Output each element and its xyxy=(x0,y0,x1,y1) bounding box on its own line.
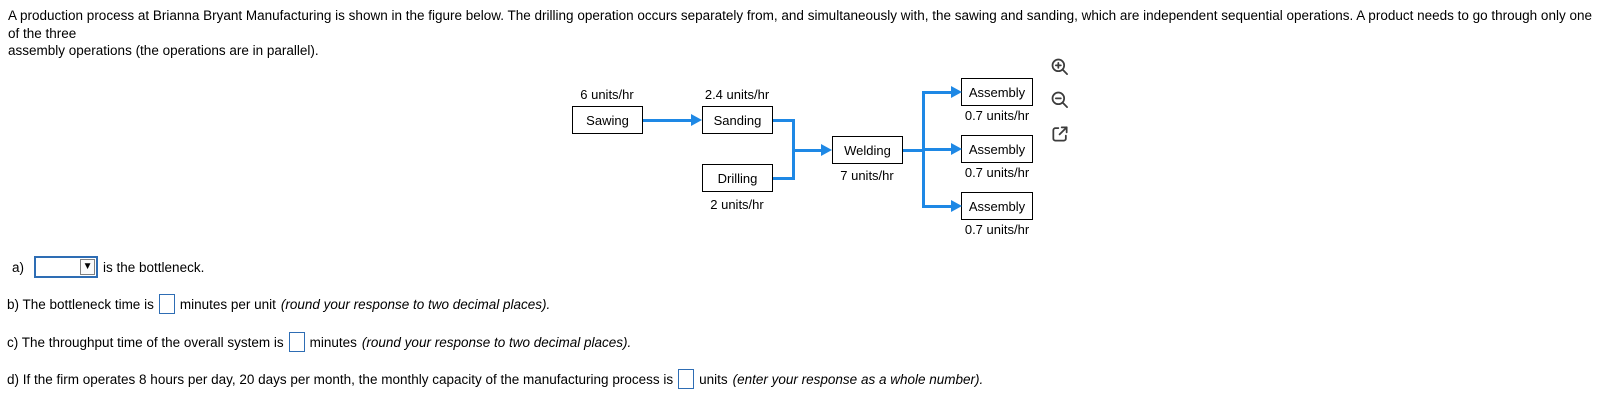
rate-label-sanding: 2.4 units/hr xyxy=(704,87,770,102)
problem-statement-line: assembly operations (the operations are … xyxy=(8,43,319,58)
question-b-unit: minutes per unit xyxy=(179,296,276,312)
question-a-row: a) ▼ is the bottleneck. xyxy=(12,256,204,278)
question-b-row: b) The bottleneck time is minutes per un… xyxy=(7,293,550,315)
connector-drilling-elbow xyxy=(792,148,795,180)
question-d-row: d) If the firm operates 8 hours per day,… xyxy=(7,368,983,390)
problem-statement-line: A production process at Brianna Bryant M… xyxy=(8,8,1592,41)
connector-sawing-sanding xyxy=(643,118,692,122)
connector-welding-out xyxy=(903,148,925,152)
rate-label-welding: 7 units/hr xyxy=(840,168,894,183)
rate-label-assembly-middle: 0.7 units/hr xyxy=(964,165,1030,180)
connector-sanding-out xyxy=(773,118,795,122)
rate-label-drilling: 2 units/hr xyxy=(710,197,764,212)
question-b-text: b) The bottleneck time is xyxy=(7,296,154,312)
node-welding: Welding xyxy=(832,136,903,164)
arrow-head xyxy=(951,142,962,155)
question-c-text: c) The throughput time of the overall sy… xyxy=(7,334,284,350)
question-a-label: a) xyxy=(12,259,25,275)
question-c-unit: minutes xyxy=(309,334,357,350)
question-d-note: (enter your response as a whole number). xyxy=(732,371,984,387)
arrow-head xyxy=(951,85,962,98)
question-c-note: (round your response to two decimal plac… xyxy=(361,334,632,350)
rate-label-assembly-top: 0.7 units/hr xyxy=(964,108,1030,123)
node-assembly-middle: Assembly xyxy=(961,135,1033,163)
zoom-in-icon[interactable] xyxy=(1050,57,1070,77)
node-drilling: Drilling xyxy=(702,164,773,192)
node-sawing: Sawing xyxy=(572,106,643,134)
question-d-text: d) If the firm operates 8 hours per day,… xyxy=(7,371,674,387)
arrow-head xyxy=(951,199,962,212)
node-assembly-top: Assembly xyxy=(961,78,1033,106)
question-c-row: c) The throughput time of the overall sy… xyxy=(7,331,631,353)
node-assembly-bottom: Assembly xyxy=(961,192,1033,220)
problem-statement: A production process at Brianna Bryant M… xyxy=(8,7,1606,60)
chevron-down-icon: ▼ xyxy=(80,259,96,275)
question-a-text: is the bottleneck. xyxy=(103,259,205,275)
node-sanding: Sanding xyxy=(702,106,773,134)
monthly-capacity-input[interactable] xyxy=(678,369,695,389)
open-in-new-icon[interactable] xyxy=(1050,124,1070,144)
bottleneck-time-input[interactable] xyxy=(158,294,175,314)
question-d-unit: units xyxy=(699,371,728,387)
connector-sanding-elbow xyxy=(792,118,795,152)
connector-assembly-top xyxy=(922,90,951,94)
connector-assembly-bottom xyxy=(922,204,951,208)
connector-junction-welding xyxy=(792,148,821,152)
question-b-note: (round your response to two decimal plac… xyxy=(280,296,551,312)
connector-assembly-middle xyxy=(922,147,951,151)
arrow-head xyxy=(821,143,832,156)
zoom-out-icon[interactable] xyxy=(1050,90,1070,110)
arrow-head xyxy=(691,113,702,126)
rate-label-assembly-bottom: 0.7 units/hr xyxy=(964,222,1030,237)
throughput-time-input[interactable] xyxy=(288,332,305,352)
bottleneck-select[interactable]: ▼ xyxy=(34,256,99,278)
rate-label-sawing: 6 units/hr xyxy=(580,87,634,102)
connector-drilling-out xyxy=(773,176,795,180)
